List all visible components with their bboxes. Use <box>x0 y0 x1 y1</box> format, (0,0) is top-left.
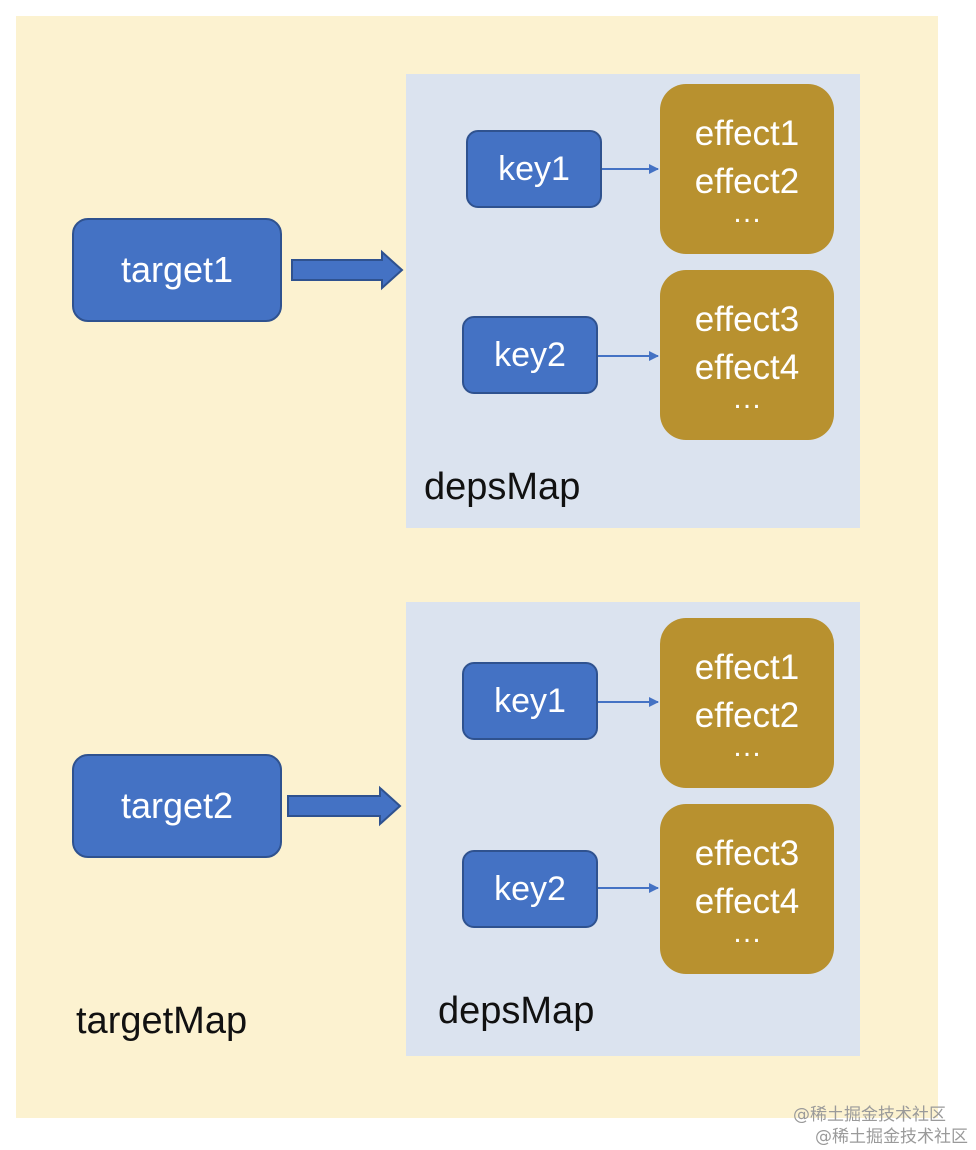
effect-set-1-2: effect3 effect4 … <box>660 270 834 440</box>
effect-item: effect2 <box>694 162 800 201</box>
deps-map-label-2: depsMap <box>438 990 595 1032</box>
effect-set-2-1: effect1 effect2 … <box>660 618 834 788</box>
effect-set-2-2: effect3 effect4 … <box>660 804 834 974</box>
effect-item: effect4 <box>694 882 800 921</box>
watermark-text-2: @稀土掘金技术社区 <box>815 1127 968 1147</box>
effect-item: effect1 <box>694 648 800 687</box>
key-node-2-2: key2 <box>462 850 598 928</box>
target-node-2: target2 <box>72 754 282 858</box>
key-node-2-1: key1 <box>462 662 598 740</box>
effect-ellipsis: … <box>732 916 762 949</box>
key-node-1-2: key2 <box>462 316 598 394</box>
target-node-1: target1 <box>72 218 282 322</box>
effect-ellipsis: … <box>732 196 762 229</box>
effect-set-1-1: effect1 effect2 … <box>660 84 834 254</box>
key-node-1-1: key1 <box>466 130 602 208</box>
watermark-text-1: @稀土掘金技术社区 <box>793 1105 946 1125</box>
effect-ellipsis: … <box>732 382 762 415</box>
effect-item: effect1 <box>694 114 800 153</box>
deps-map-label-1: depsMap <box>424 466 581 508</box>
target-map-label: targetMap <box>76 1000 248 1042</box>
effect-item: effect3 <box>694 300 800 339</box>
effect-ellipsis: … <box>732 730 762 763</box>
effect-item: effect2 <box>694 696 800 735</box>
effect-item: effect3 <box>694 834 800 873</box>
effect-item: effect4 <box>694 348 800 387</box>
